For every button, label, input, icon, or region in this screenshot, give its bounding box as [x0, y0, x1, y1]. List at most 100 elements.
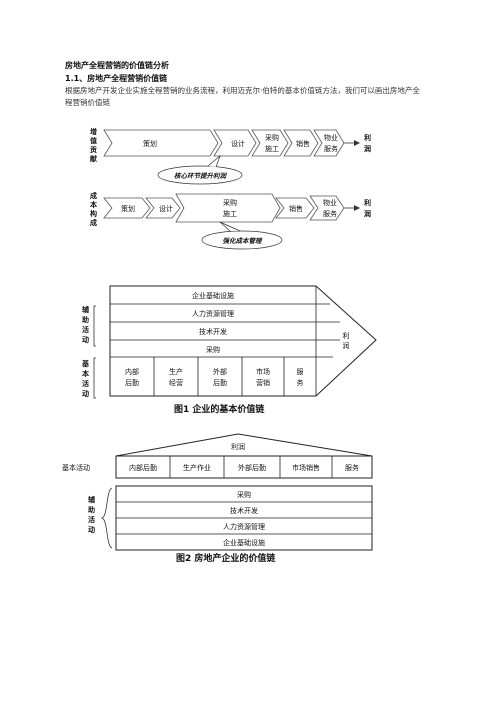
stage-property-service-chevron [313, 129, 345, 157]
cost-stage-planning-chevron [103, 197, 151, 219]
value-add-left-label: 增 值 贡 献 [90, 127, 97, 163]
profit-label: 利 [343, 331, 350, 340]
stage-construction-label: 施工 [265, 144, 279, 153]
support-technology: 技术开发 [199, 327, 227, 336]
support-technology: 技术开发 [230, 506, 258, 515]
support-activities-label: 辅 助 活 动 [88, 495, 95, 534]
support-activities-label: 辅 助 活 动 [82, 305, 89, 344]
profit-label: 润 [343, 341, 350, 350]
primary-marketing: 市场 [256, 367, 270, 376]
value-add-label-char: 增 [90, 127, 97, 136]
cost-stage-procurement-chevron [175, 193, 281, 223]
arrow-head [354, 205, 360, 211]
primary-inbound-logistics: 内部 [125, 367, 139, 376]
callout-text: 强化成本管理 [223, 237, 264, 245]
support-hr-management: 人力资源管理 [223, 522, 265, 531]
stage-planning-chevron [103, 129, 219, 157]
primary-activities-row [115, 455, 373, 479]
stage-procurement-chevron [251, 129, 289, 157]
primary-service: 务 [297, 378, 304, 387]
profit-label: 利 [364, 133, 371, 142]
stage-sales-chevron [283, 129, 319, 157]
figure2-caption: 图2 房地产企业的价值链 [176, 552, 276, 564]
primary-label-char: 活 [82, 379, 89, 388]
support-label-char: 活 [88, 515, 95, 524]
primary-activities-label: 基 本 活 动 [81, 359, 90, 398]
figure2-real-estate-value-chain: 利润 基本活动 内部后勤 生产作业 外部后勤 市场销售 服务 采购 技术开发 人… [62, 433, 373, 564]
profit-label: 润 [364, 144, 371, 153]
primary-operations: 经营 [169, 378, 183, 387]
primary-service: 服 [297, 368, 304, 376]
cost-stage-planning-label: 策划 [121, 204, 135, 213]
primary-inbound-logistics: 内部后勤 [129, 463, 157, 472]
cost-stage-property-service-chevron [309, 195, 345, 221]
stage-property-label: 物业 [324, 133, 338, 142]
cost-stage-sales-chevron [275, 197, 315, 219]
cost-label-char: 成 [90, 218, 97, 227]
value-add-label-char: 献 [90, 154, 97, 163]
cost-left-label: 成 本 构 成 [89, 191, 97, 227]
cost-stage-property-label: 物业 [323, 198, 337, 207]
callout-bubble [157, 165, 243, 185]
profit-label: 利润 [231, 442, 245, 451]
support-label-char: 活 [82, 325, 89, 334]
callout-pointer [207, 154, 221, 168]
stage-sales-label: 销售 [296, 139, 310, 148]
support-bracket [93, 305, 96, 347]
cost-label-char: 成 [90, 191, 97, 200]
intro-paragraph: 根据房地产开发企业实施全程营销的业务流程，利用迈克尔·伯特的基本价值链方法，我们… [65, 86, 420, 107]
stage-design-label: 设计 [231, 139, 245, 148]
cost-stage-design-label: 设计 [159, 204, 173, 213]
callout-text: 核心环节提升利润 [174, 172, 228, 180]
support-label-char: 助 [88, 505, 95, 514]
primary-label-char: 本 [81, 369, 89, 378]
profit-label: 润 [364, 209, 371, 218]
callout-pointer [219, 221, 241, 232]
support-procurement: 采购 [237, 490, 251, 499]
cost-stage-procurement-label: 采购 [223, 198, 237, 207]
stage-design-chevron [213, 129, 257, 157]
value-add-label-char: 值 [90, 136, 97, 145]
primary-bracket [93, 357, 96, 399]
cost-stage-service-label: 服务 [323, 209, 337, 218]
profit-label: 利 [364, 198, 371, 207]
figure1-basic-value-chain: 辅 助 活 动 基 本 活 动 企业基础设施 人力资源管理 技术开发 采购 内部… [81, 285, 377, 415]
cost-structure-chain-diagram: 成 本 构 成 策划 设计 采购 施工 销售 物业 服务 利 润 强化成本管理 [89, 191, 371, 250]
value-add-chain-diagram: 增 值 贡 献 策划 设计 采购 施工 销售 物业 服务 利 润 核心环节提升利… [90, 127, 371, 185]
value-add-label-char: 贡 [90, 146, 97, 154]
primary-service: 服务 [345, 463, 359, 472]
section-heading: 1.1、房地产全程营销价值链 [65, 74, 168, 83]
primary-operations: 生产 [169, 367, 183, 376]
cost-label-char: 本 [89, 200, 97, 209]
support-label-char: 动 [82, 335, 89, 344]
page-heading: 房地产全程营销的价值链分析 [65, 61, 169, 70]
cost-label-char: 构 [90, 209, 97, 218]
primary-label-char: 动 [82, 389, 89, 398]
stage-service-label: 服务 [324, 144, 338, 153]
support-label-char: 助 [82, 315, 89, 324]
primary-production: 生产作业 [183, 463, 211, 472]
support-hr-management: 人力资源管理 [192, 309, 234, 318]
stage-planning-label: 策划 [143, 139, 157, 148]
cost-stage-sales-label: 销售 [289, 204, 303, 213]
support-label-char: 动 [88, 525, 95, 534]
support-infrastructure: 企业基础设施 [192, 291, 234, 300]
support-procurement: 采购 [206, 345, 220, 354]
primary-outbound-logistics: 后勤 [213, 378, 227, 387]
callout-bubble [201, 230, 283, 250]
primary-label-char: 基 [81, 359, 90, 368]
primary-outbound-logistics: 外部 [213, 367, 227, 376]
value-chain-outline [109, 285, 377, 397]
primary-market-sales: 市场销售 [292, 463, 320, 472]
support-brace [100, 487, 113, 549]
arrow-head [354, 140, 360, 146]
primary-marketing: 营销 [256, 378, 270, 387]
stage-procurement-label: 采购 [265, 133, 279, 142]
primary-outbound-logistics: 外部后勤 [238, 463, 266, 472]
primary-inbound-logistics: 后勤 [125, 378, 139, 387]
figure1-caption: 图1 企业的基本价值链 [174, 403, 265, 415]
support-label-char: 辅 [88, 495, 95, 504]
primary-activities-label: 基本活动 [62, 463, 90, 472]
support-infrastructure: 企业基础设施 [223, 538, 265, 547]
cost-stage-design-chevron [145, 197, 181, 219]
